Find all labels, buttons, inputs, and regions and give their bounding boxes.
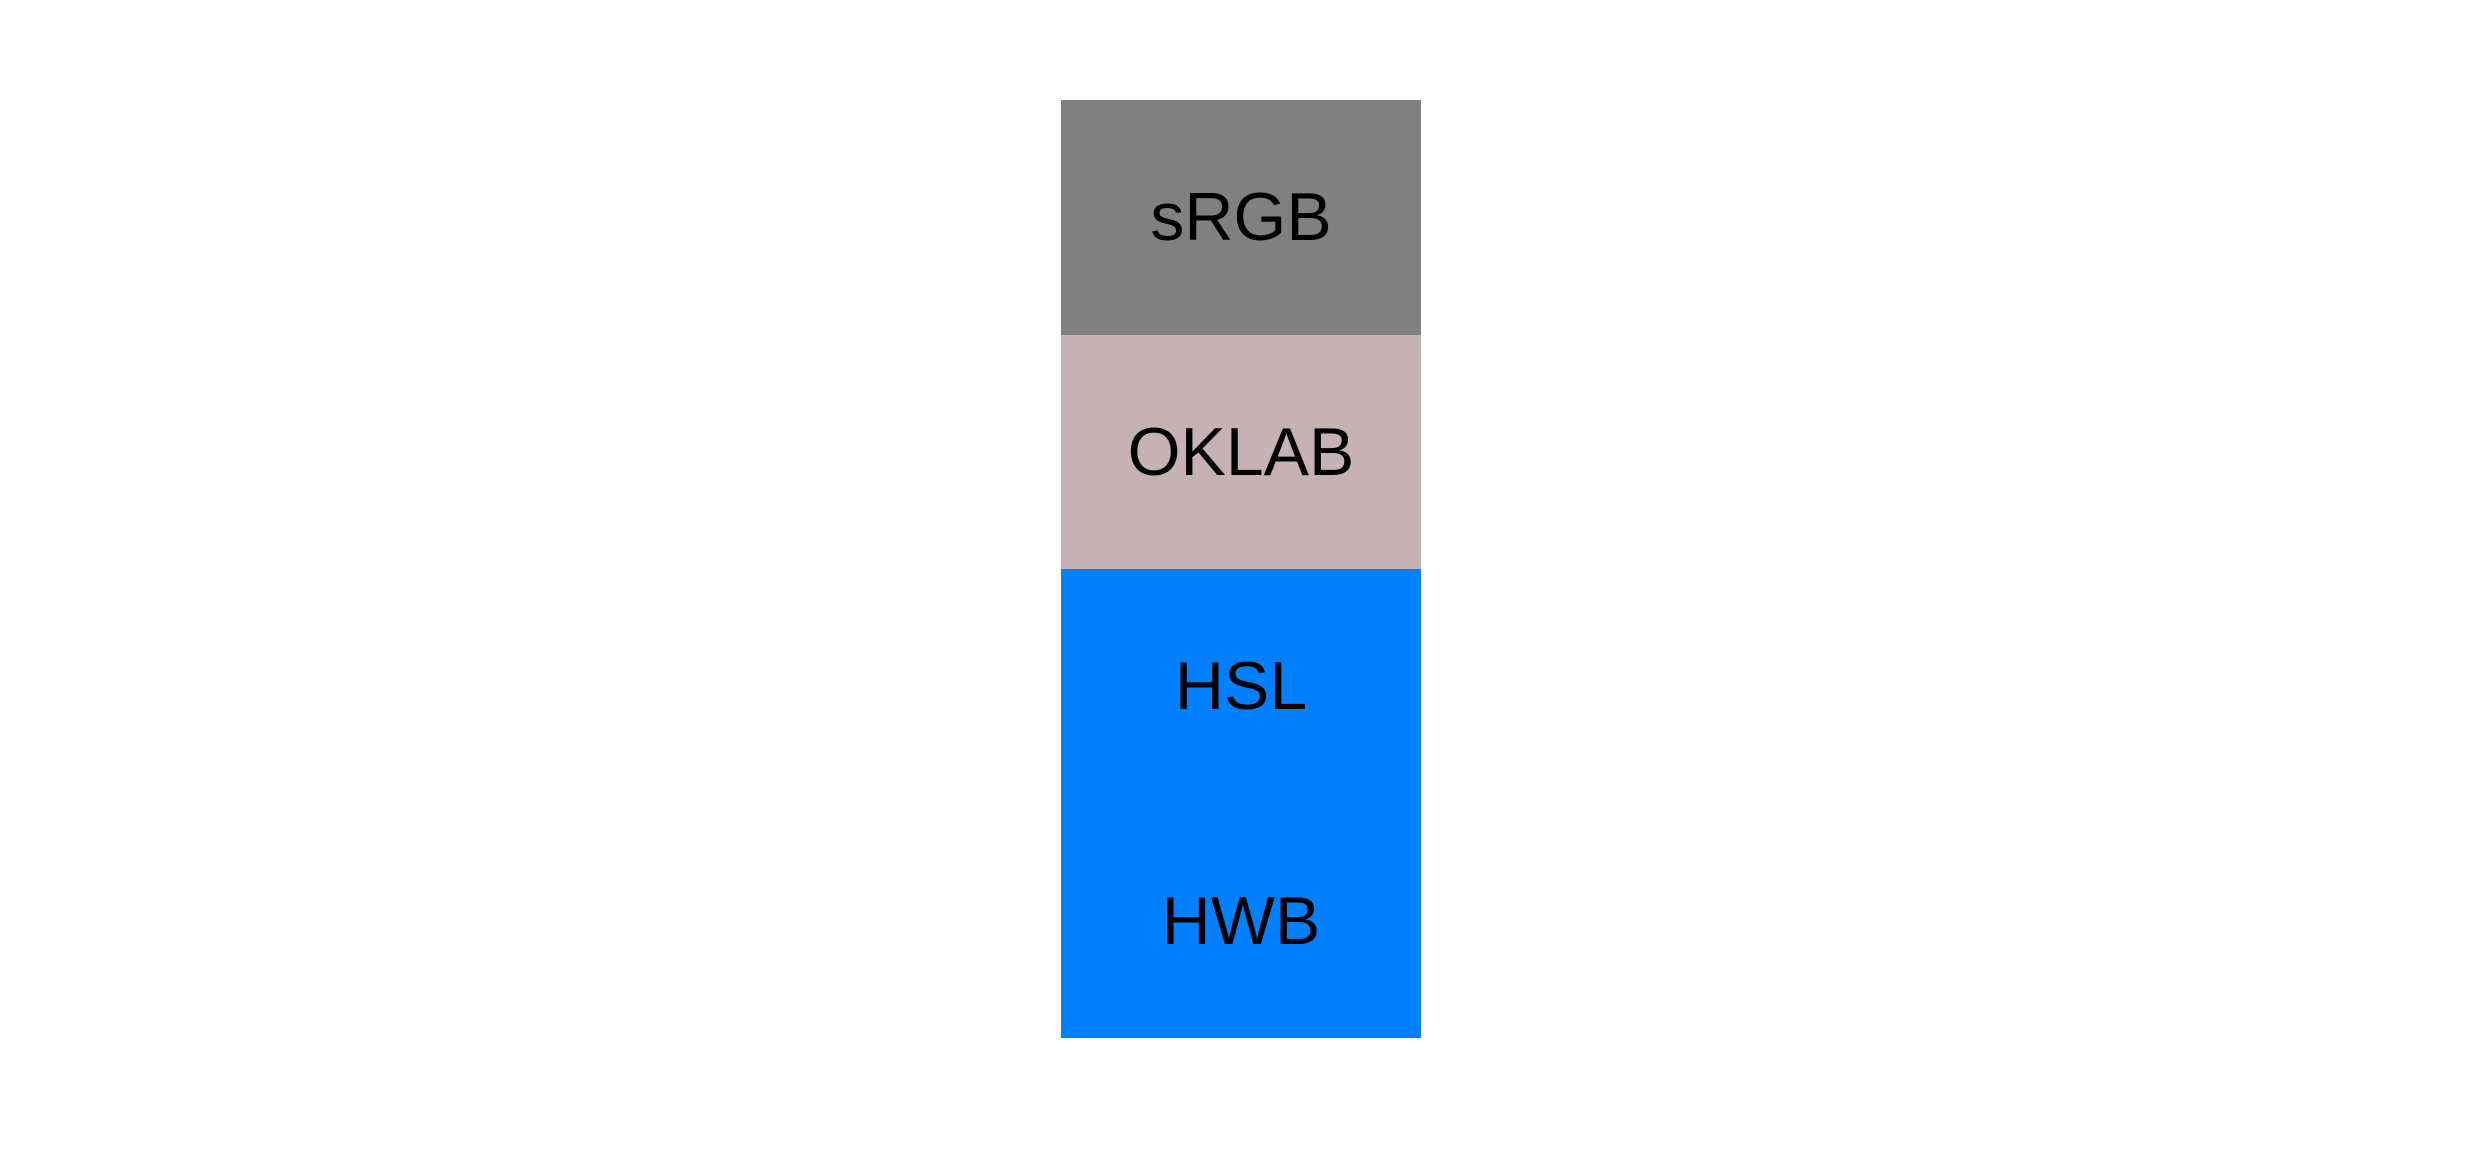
swatch-label-hsl: HSL [1174, 648, 1308, 725]
swatch-oklab[interactable]: OKLAB [1061, 334, 1421, 569]
swatch-label-srgb: sRGB [1150, 179, 1332, 256]
swatch-hwb[interactable]: HWB [1061, 803, 1421, 1038]
swatch-label-hwb: HWB [1161, 882, 1321, 959]
swatch-srgb[interactable]: sRGB [1061, 100, 1421, 335]
swatch-hsl[interactable]: HSL [1061, 569, 1421, 804]
color-space-swatch-stack: sRGB OKLAB HSL HWB [1061, 100, 1421, 1038]
swatch-label-oklab: OKLAB [1127, 413, 1355, 490]
